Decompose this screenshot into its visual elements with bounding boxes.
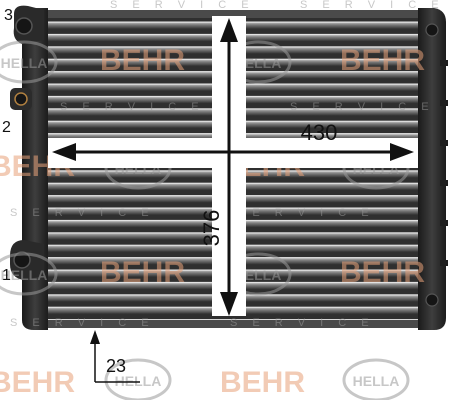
right-tank-bolt-bottom [425,293,439,307]
svg-text:HELLA: HELLA [115,373,162,389]
depth-arrow [90,330,140,383]
right-tank-rib [440,180,448,186]
dimension-overlay: 376 430 23 3 2 1 [2,7,418,383]
watermark-service: S E R V I C E [230,317,375,329]
watermark-service: S E R V I C E [230,207,375,219]
watermark-hella: HELLA [342,358,410,400]
width-dimension-label: 430 [301,120,338,145]
watermark-behr: BEHR [340,256,425,289]
right-tank [418,8,446,330]
watermark-service: S E R V I C E [110,0,255,11]
watermark-hella: HELLA [0,40,58,84]
right-tank-rib [440,100,448,106]
middle-fitting-opening [14,92,28,106]
watermark-behr: BEHR [100,256,185,289]
svg-text:HELLA: HELLA [235,267,282,283]
radiator-bottom-rail [46,320,420,328]
height-arrow [220,18,238,316]
right-tank-rib [440,140,448,146]
callout-number: 3 [4,7,13,24]
right-tank-rib [440,60,448,66]
watermark-service: S E R V I C E [300,0,445,11]
watermark-service: S E R V I C E [10,207,155,219]
watermark-behr: BEHR [0,366,75,399]
watermark-behr: BEHR [340,44,425,77]
upper-hose-inlet-opening [15,17,33,35]
watermark-hella: HELLA [104,358,172,400]
watermark-service: S E R V I C E [60,101,205,113]
watermark-service: S E R V I C E [290,101,435,113]
svg-text:HELLA: HELLA [353,373,400,389]
right-tank-rib [440,260,448,266]
watermark-hella: HELLA [0,252,58,296]
callout-number: 2 [2,119,11,136]
right-tank-rib [440,220,448,226]
radiator-top-rail [46,10,420,18]
svg-text:HELLA: HELLA [1,267,48,283]
lower-hose-outlet-opening [13,251,31,269]
svg-text:HELLA: HELLA [235,55,282,71]
callout-number: 1 [2,267,11,284]
depth-dimension-label: 23 [106,356,126,376]
svg-text:HELLA: HELLA [1,55,48,71]
height-dimension-label: 376 [199,210,224,247]
watermark-behr: BEHR [100,44,185,77]
watermark-service: S E R V I C E [10,317,155,329]
watermark-behr: BEHR [220,366,305,399]
right-tank-bolt-top [425,23,439,37]
width-arrow [52,143,414,161]
